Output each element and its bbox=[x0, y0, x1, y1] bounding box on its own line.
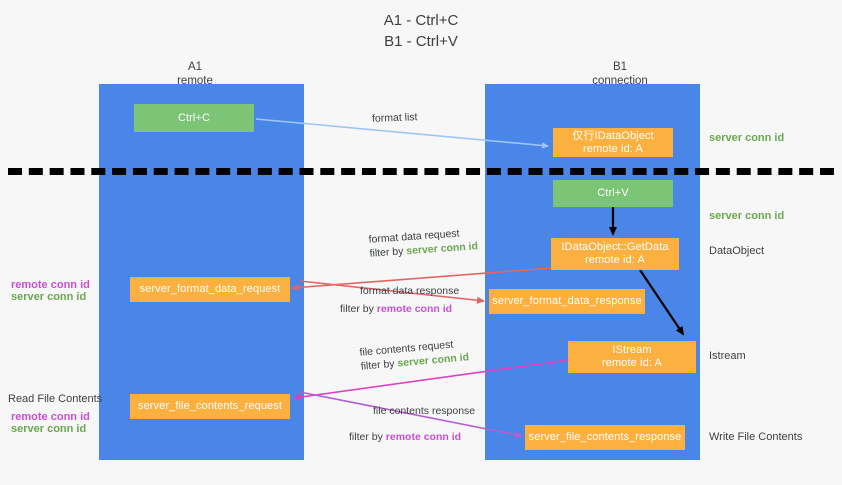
edge-label-format-data-response-line1: format data response bbox=[360, 285, 460, 297]
node-ctrl-c[interactable]: Ctrl+C bbox=[134, 104, 254, 132]
lane-b1-name: B1 bbox=[612, 61, 628, 73]
filter-prefix: filter by bbox=[340, 303, 377, 315]
node-server-file-contents-response-label: server_file_contents_response bbox=[528, 431, 682, 443]
node-idataobject-top[interactable]: 仅行IDataObject remote id: A bbox=[553, 128, 673, 157]
filter-prefix: filter by bbox=[360, 357, 398, 373]
node-server-format-data-response-label: server_format_data_response bbox=[492, 295, 642, 307]
edge-label-file-contents-response-line1: file contents response bbox=[373, 405, 476, 417]
node-istream[interactable]: IStream remote id: A bbox=[568, 341, 696, 373]
title-line-1: A1 - Ctrl+C bbox=[383, 12, 459, 29]
edge-label-format-data-response-line2: filter by remote conn id bbox=[340, 302, 459, 316]
node-ctrl-v-label: Ctrl+V bbox=[597, 187, 629, 199]
filter-value-remote-conn-id: remote conn id bbox=[385, 431, 462, 443]
phase-divider bbox=[8, 168, 834, 175]
node-server-file-contents-request[interactable]: server_file_contents_request bbox=[130, 394, 290, 419]
filter-value-remote-conn-id: remote conn id bbox=[376, 303, 453, 315]
node-idataobject-getdata-line1: IDataObject::GetData bbox=[561, 241, 669, 253]
side-label-data-object: DataObject bbox=[709, 245, 765, 257]
edge-label-format-data-response: format data response filter by remote co… bbox=[340, 284, 460, 316]
node-idataobject-getdata-line2: remote id: A bbox=[585, 254, 645, 266]
node-server-file-contents-response[interactable]: server_file_contents_response bbox=[525, 425, 685, 450]
left-label-read-file-contents: Read File Contents bbox=[8, 393, 103, 405]
lane-a1-name: A1 bbox=[187, 61, 203, 73]
node-istream-line2: remote id: A bbox=[602, 357, 662, 369]
edge-label-file-contents-response: file contents response filter by remote … bbox=[349, 404, 476, 444]
edge-label-file-contents-request: file contents request filter by server c… bbox=[359, 336, 470, 373]
side-label-write-file-contents: Write File Contents bbox=[709, 431, 803, 443]
filter-prefix: filter by bbox=[369, 245, 407, 260]
side-label-istream: Istream bbox=[709, 350, 746, 362]
node-server-format-data-request[interactable]: server_format_data_request bbox=[130, 277, 290, 302]
left-label-file-remote-conn-id: remote conn id bbox=[11, 411, 90, 423]
node-idataobject-top-line1: 仅行IDataObject bbox=[572, 129, 654, 142]
node-ctrl-v[interactable]: Ctrl+V bbox=[553, 180, 673, 207]
diagram-title: A1 - Ctrl+C B1 - Ctrl+V bbox=[0, 10, 842, 52]
edge-label-file-contents-response-line2: filter by remote conn id bbox=[349, 430, 475, 444]
title-line-2: B1 - Ctrl+V bbox=[384, 33, 458, 50]
side-label-server-conn-id-top: server conn id bbox=[709, 132, 785, 144]
node-server-file-contents-request-label: server_file_contents_request bbox=[137, 400, 283, 412]
filter-prefix: filter by bbox=[349, 431, 386, 443]
filter-value-server-conn-id: server conn id bbox=[405, 240, 479, 258]
node-server-format-data-response[interactable]: server_format_data_response bbox=[489, 289, 645, 314]
node-ctrl-c-label: Ctrl+C bbox=[177, 111, 211, 124]
edge-label-format-data-request: format data request filter by server con… bbox=[368, 225, 478, 261]
side-label-server-conn-id-mid: server conn id bbox=[709, 210, 785, 222]
edge-label-format-list: format list bbox=[372, 110, 418, 126]
edge-label-format-list-line1: format list bbox=[371, 111, 418, 125]
node-idataobject-top-line2: remote id: A bbox=[583, 142, 643, 155]
node-idataobject-getdata[interactable]: IDataObject::GetData remote id: A bbox=[551, 238, 679, 270]
left-label-file-server-conn-id: server conn id bbox=[11, 423, 87, 435]
node-server-format-data-request-label: server_format_data_request bbox=[139, 283, 281, 295]
left-label-format-remote-conn-id: remote conn id bbox=[11, 279, 90, 291]
left-label-format-server-conn-id: server conn id bbox=[11, 291, 87, 303]
node-istream-line1: IStream bbox=[612, 344, 652, 356]
